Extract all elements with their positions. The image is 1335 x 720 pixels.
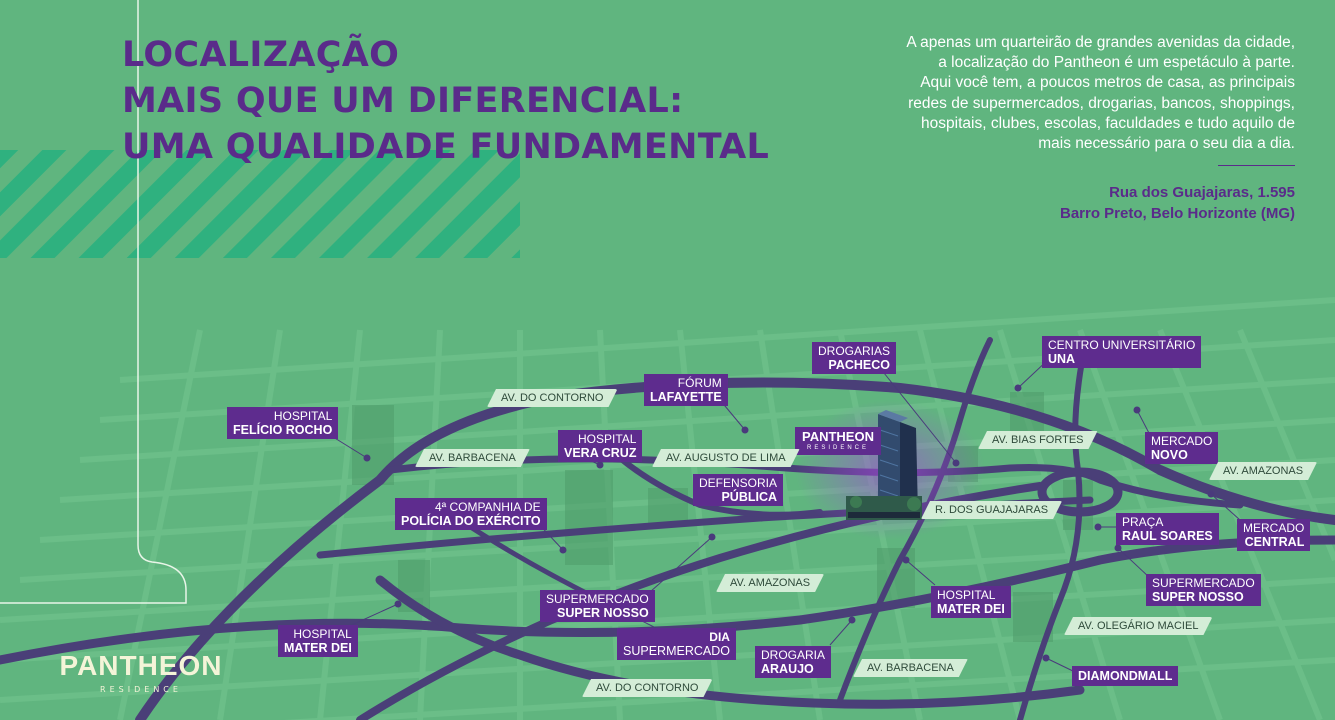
poi-name: MATER DEI [284, 641, 352, 655]
poi-hospital-felicio-rocho: HOSPITAL FELÍCIO ROCHO [227, 407, 339, 439]
logo-sub: RESIDENCE [100, 685, 182, 694]
poi-name: VERA CRUZ [564, 446, 637, 460]
title-line-2: MAIS QUE UM DIFERENCIAL: [122, 81, 684, 121]
poi-centro-universitario-una: CENTRO UNIVERSITÁRIO UNA [1042, 336, 1202, 368]
pantheon-logo: PANTHEON RESIDENCE [50, 650, 232, 694]
poi-type: MERCADO [1151, 434, 1213, 448]
poi-type: HOSPITAL [937, 588, 996, 602]
intro-line: Aqui você tem, a poucos metros de casa, … [920, 74, 1295, 92]
roundabouts [1037, 467, 1123, 517]
poi-name: PÚBLICA [721, 490, 778, 504]
poi-name: UNA [1048, 352, 1076, 366]
poi-type: 4ª COMPANHIA DE [435, 500, 541, 514]
intro-line: A apenas um quarteirão de grandes avenid… [906, 34, 1295, 51]
page-title: LOCALIZAÇÃO MAIS QUE UM DIFERENCIAL: UMA… [122, 32, 769, 170]
poi-mercado-central: MERCADO CENTRAL [1237, 519, 1311, 551]
poi-hospital-vera-cruz: HOSPITAL VERA CRUZ [558, 430, 643, 462]
poi-name: SUPER NOSSO [1152, 590, 1244, 604]
intro-text: A apenas um quarteirão de grandes avenid… [835, 33, 1295, 154]
intro-line: mais necessário para o seu dia a dia. [1038, 135, 1295, 153]
poi-name: FELÍCIO ROCHO [233, 423, 333, 437]
street-label: AV. AMAZONAS [716, 574, 824, 592]
poi-dia-supermercado: DIA SUPERMERCADO [617, 628, 736, 660]
poi-name: PACHECO [828, 358, 891, 372]
poi-hospital-mater-dei-east: HOSPITAL MATER DEI [931, 586, 1011, 618]
street-label: AV. AUGUSTO DE LIMA [652, 449, 800, 467]
title-line-1: LOCALIZAÇÃO [122, 35, 400, 75]
street-label: AV. AMAZONAS [1209, 462, 1317, 480]
poi-name: MATER DEI [937, 602, 1005, 616]
poi-name: ARAUJO [761, 662, 814, 676]
poi-type: SUPERMERCADO [546, 592, 649, 606]
poi-hospital-mater-dei-west: HOSPITAL MATER DEI [278, 625, 358, 657]
building-sub: RESIDENCE [806, 445, 869, 451]
street-label: AV. BARBACENA [415, 449, 530, 467]
poi-companhia-policia: 4ª COMPANHIA DE POLÍCIA DO EXÉRCITO [395, 498, 547, 530]
poi-name: LAFAYETTE [650, 390, 722, 404]
address: Rua dos Guajajaras, 1.595 Barro Preto, B… [1060, 182, 1295, 224]
intro-line: hospitais, clubes, escolas, faculdades e… [921, 114, 1295, 132]
street-label: AV. DO CONTORNO [582, 679, 712, 697]
street-label: R. DOS GUAJAJARAS [921, 501, 1062, 519]
building-label: PANTHEON RESIDENCE [795, 427, 881, 455]
poi-type: FÓRUM [677, 376, 722, 390]
poi-type: CENTRO UNIVERSITÁRIO [1048, 338, 1196, 352]
poi-name: DIAMONDMALL [1078, 669, 1173, 683]
poi-name: POLÍCIA DO EXÉRCITO [401, 514, 541, 528]
street-label: AV. OLEGÁRIO MACIEL [1064, 617, 1212, 635]
poi-name: NOVO [1151, 448, 1188, 462]
intro-line: redes de supermercados, drogarias, banco… [908, 94, 1295, 112]
poi-praca-raul-soares: PRAÇA RAUL SOARES [1116, 513, 1219, 545]
poi-supermercado-super-nosso-east: SUPERMERCADO SUPER NOSSO [1146, 574, 1261, 606]
title-line-3: UMA QUALIDADE FUNDAMENTAL [122, 127, 770, 167]
intro-line: a localização do Pantheon é um espetácul… [938, 54, 1295, 72]
poi-type: HOSPITAL [273, 409, 333, 423]
poi-drogaria-araujo: DROGARIA ARAUJO [755, 646, 832, 678]
poi-mercado-novo: MERCADO NOVO [1145, 432, 1219, 464]
street-label: AV. BARBACENA [853, 659, 968, 677]
poi-name: SUPER NOSSO [557, 606, 649, 620]
poi-supermercado-super-nosso-west: SUPERMERCADO SUPER NOSSO [540, 590, 655, 622]
poi-name: SUPERMERCADO [623, 644, 730, 658]
divider [1218, 165, 1295, 166]
address-street: Rua dos Guajajaras, 1.595 [1109, 184, 1295, 201]
poi-forum-lafayette: FÓRUM LAFAYETTE [644, 374, 728, 406]
building-name: PANTHEON [802, 429, 874, 444]
poi-type: DEFENSORIA [699, 476, 778, 490]
logo-name: PANTHEON [59, 650, 223, 681]
poi-name: RAUL SOARES [1122, 529, 1213, 543]
poi-name: CENTRAL [1244, 535, 1305, 549]
poi-defensoria-publica: DEFENSORIA PÚBLICA [693, 474, 784, 506]
poi-type: DROGARIA [761, 648, 826, 662]
poi-type: MERCADO [1243, 521, 1305, 535]
address-district: Barro Preto, Belo Horizonte (MG) [1059, 205, 1295, 222]
poi-type: DROGARIAS [818, 344, 891, 358]
poi-type: DIA [709, 630, 730, 644]
pantheon-tower [846, 410, 922, 520]
street-label: AV. BIAS FORTES [978, 431, 1098, 449]
poi-type: HOSPITAL [293, 627, 352, 641]
poi-type: SUPERMERCADO [1152, 576, 1255, 590]
poi-drogarias-pacheco: DROGARIAS PACHECO [812, 342, 897, 374]
poi-diamondmall: DIAMONDMALL [1072, 666, 1179, 686]
poi-type: PRAÇA [1122, 515, 1164, 529]
street-label: AV. DO CONTORNO [487, 389, 617, 407]
poi-type: HOSPITAL [578, 432, 637, 446]
